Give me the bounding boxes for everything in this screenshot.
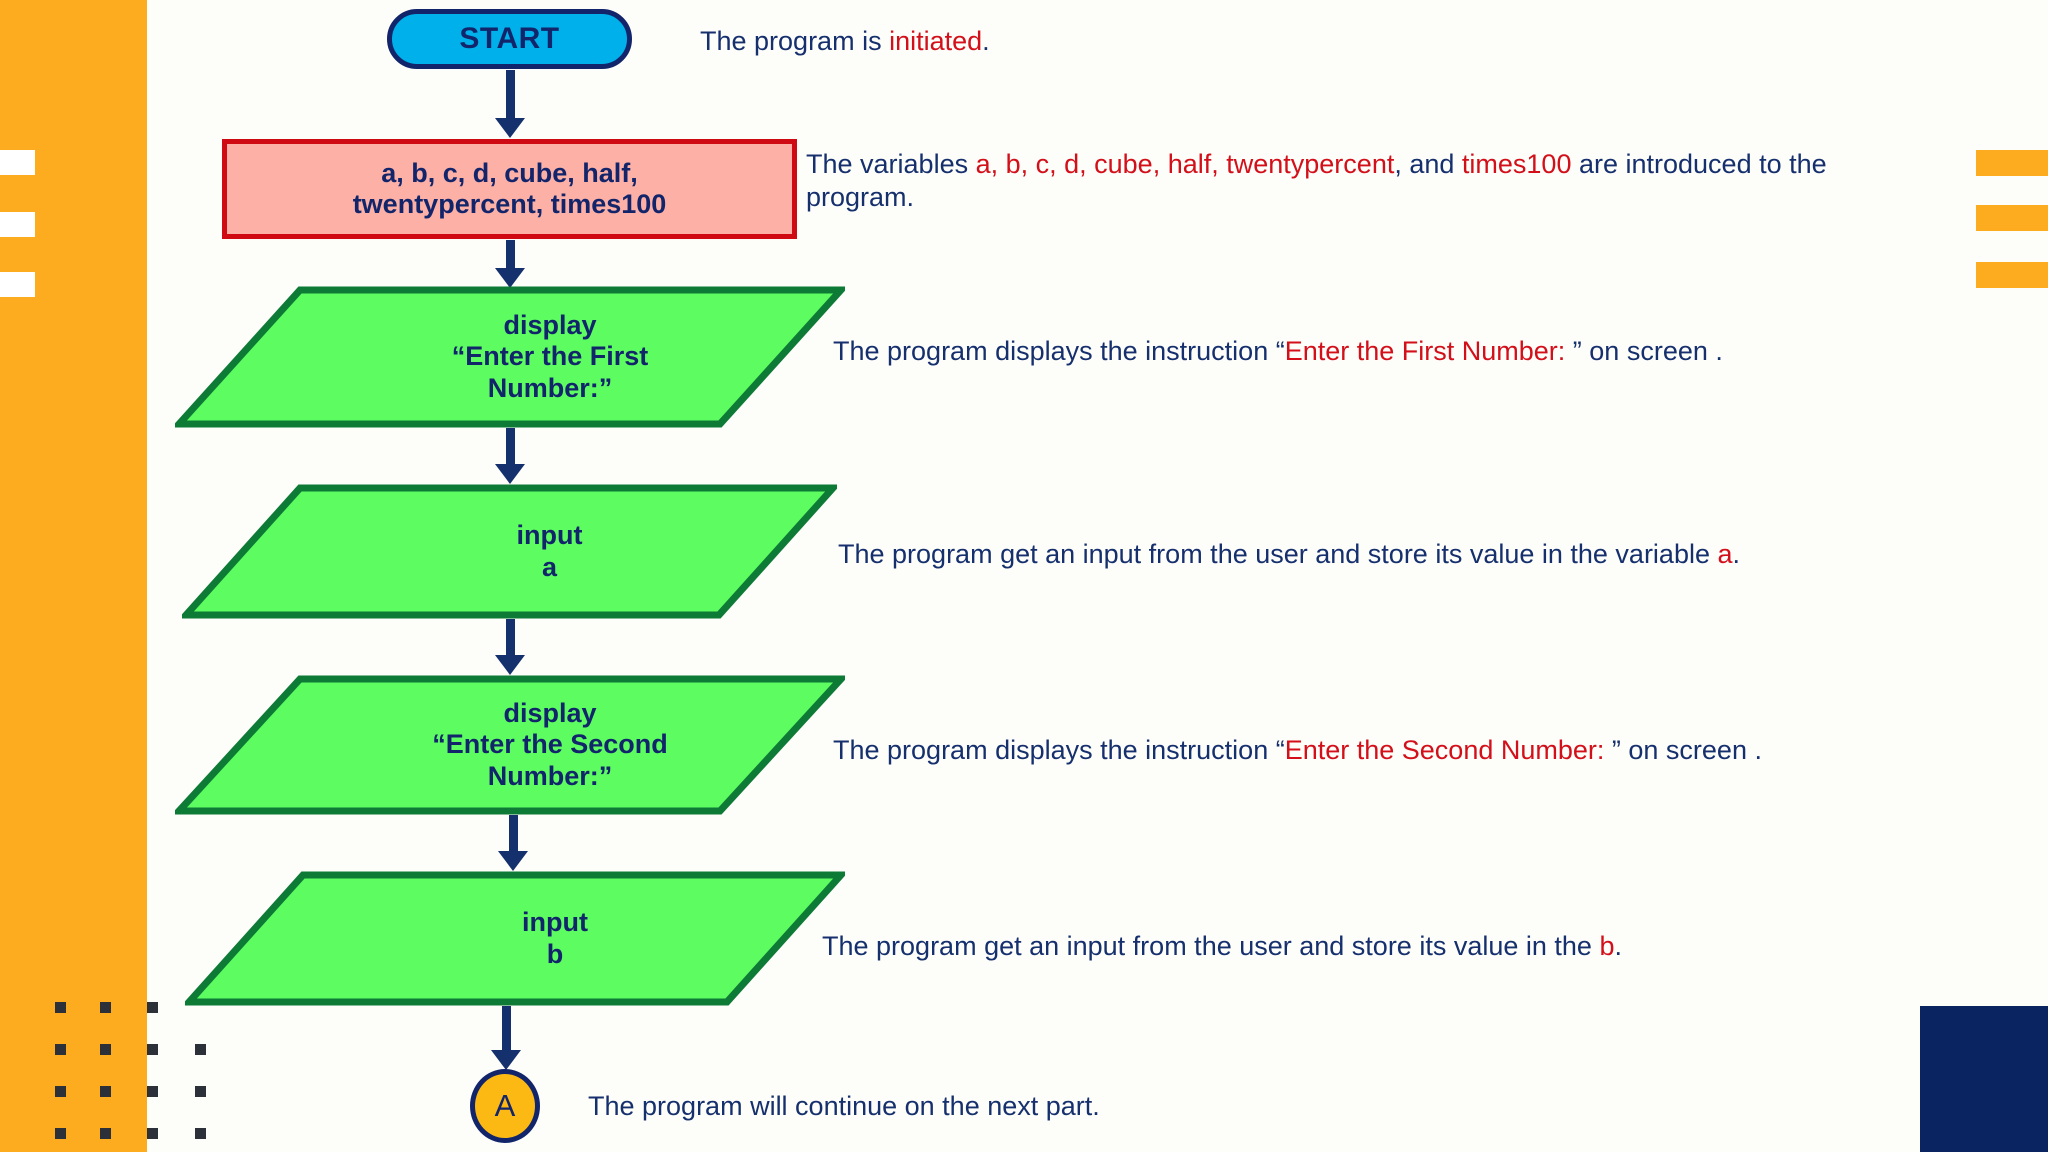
left-band-tick-3 (0, 272, 35, 297)
node-declare-line2: twentypercent, times100 (352, 189, 667, 219)
annotation-display-second-pre: The program displays the instruction “ (833, 735, 1285, 765)
node-input-a-line1: input (516, 520, 583, 551)
annotation-display-first: The program displays the instruction “En… (833, 335, 1723, 368)
annotation-input-a-highlight: a (1717, 539, 1733, 569)
right-orange-bar-1 (1976, 150, 2048, 176)
annotation-input-b-post: . (1614, 931, 1622, 961)
dot-grid-dot (195, 1044, 206, 1055)
node-display-second-line1: display (503, 698, 597, 729)
annotation-start-post: . (982, 26, 990, 56)
annotation-connector-text: The program will continue on the next pa… (588, 1091, 1100, 1121)
dot-grid-dot (55, 1044, 66, 1055)
node-input-b-text: input b (185, 871, 845, 1006)
dot-grid-dot (55, 1086, 66, 1097)
node-connector-a-label: A (494, 1088, 516, 1123)
dot-grid-dot (100, 1086, 111, 1097)
dot-grid-dot (147, 1086, 158, 1097)
annotation-display-first-highlight: Enter the First Number: (1284, 336, 1566, 366)
node-start[interactable]: START (387, 9, 632, 69)
parallelogram-shape (175, 286, 845, 428)
annotation-start-highlight: initiated (889, 26, 983, 56)
arrow-declare-to-display-first (495, 240, 525, 288)
annotation-declare-pre: The variables (806, 149, 976, 179)
node-declare-variables[interactable]: a, b, c, d, cube, half, twentypercent, t… (222, 139, 797, 239)
dot-grid-dot (55, 1128, 66, 1139)
annotation-declare-mid: , and (1394, 149, 1462, 179)
node-declare-line1: a, b, c, d, cube, half, (381, 157, 638, 188)
annotation-start: The program is initiated. (700, 25, 990, 58)
dot-grid-dot (195, 1128, 206, 1139)
annotation-display-second-post: ” on screen . (1604, 735, 1762, 765)
dot-grid-dot (195, 1086, 206, 1097)
node-input-b-line1: input (522, 907, 588, 938)
right-orange-bar-2 (1976, 205, 2048, 231)
dot-grid-dot (147, 1002, 158, 1013)
node-start-label: START (459, 21, 560, 55)
annotation-display-first-pre: The program displays the instruction “ (833, 336, 1285, 366)
node-display-first[interactable]: display “Enter the First Number:” (175, 286, 845, 428)
left-orange-band (0, 0, 147, 1152)
annotation-input-a: The program get an input from the user a… (838, 538, 1740, 571)
dot-grid-dot (100, 1002, 111, 1013)
dot-grid-dot (100, 1044, 111, 1055)
right-orange-bar-3 (1976, 262, 2048, 288)
dot-grid-dot (100, 1128, 111, 1139)
annotation-display-first-post: ” on screen . (1565, 336, 1723, 366)
dot-grid-dot (55, 1002, 66, 1013)
annotation-display-second: The program displays the instruction “En… (833, 734, 1762, 767)
dot-grid-dot (147, 1044, 158, 1055)
annotation-declare-highlight2: times100 (1461, 149, 1572, 179)
node-input-a-text: input a (182, 484, 837, 619)
annotation-input-b-pre: The program get an input from the user a… (822, 931, 1600, 961)
node-input-b[interactable]: input b (185, 871, 845, 1006)
node-display-second-line2: “Enter the Second (432, 729, 668, 760)
annotation-input-a-post: . (1732, 539, 1741, 569)
left-band-tick-1 (0, 150, 35, 175)
arrow-start-to-declare (495, 70, 525, 138)
annotation-display-second-highlight: Enter the Second Number: (1284, 735, 1605, 765)
annotation-connector: The program will continue on the next pa… (588, 1090, 1100, 1123)
node-connector-a[interactable]: A (470, 1069, 540, 1143)
node-input-b-line2: b (546, 938, 564, 969)
node-display-first-text: display “Enter the First Number:” (175, 286, 845, 428)
annotation-declare: The variables a, b, c, d, cube, half, tw… (806, 148, 1926, 214)
annotation-declare-highlight: a, b, c, d, cube, half, twentypercent (975, 149, 1395, 179)
node-display-second-line3: Number:” (487, 760, 613, 791)
annotation-input-b: The program get an input from the user a… (822, 930, 1622, 963)
dot-grid-decoration (55, 1002, 245, 1152)
arrow-input-a-to-display-second (495, 619, 525, 675)
dot-grid-dot (147, 1128, 158, 1139)
annotation-declare-post: are introduced to the program. (806, 149, 1827, 212)
node-display-second[interactable]: display “Enter the Second Number:” (175, 675, 845, 815)
arrow-display-second-to-input-b (498, 815, 528, 871)
left-band-tick-2 (0, 212, 35, 237)
parallelogram-shape (175, 675, 845, 815)
annotation-start-pre: The program is (700, 26, 890, 56)
node-display-first-line2: “Enter the First (451, 341, 649, 372)
node-display-second-text: display “Enter the Second Number:” (175, 675, 845, 815)
node-display-first-line3: Number:” (487, 372, 613, 403)
node-input-a-line2: a (541, 551, 557, 582)
node-display-first-line1: display (503, 310, 597, 341)
annotation-input-b-highlight: b (1599, 931, 1615, 961)
bottom-right-navy-block (1920, 1006, 2048, 1152)
annotation-input-a-pre: The program get an input from the user a… (838, 539, 1718, 569)
node-input-a[interactable]: input a (182, 484, 837, 619)
arrow-display-first-to-input-a (495, 428, 525, 484)
arrow-input-b-to-connector (491, 1006, 521, 1070)
parallelogram-shape (185, 871, 845, 1006)
parallelogram-shape (182, 484, 837, 619)
